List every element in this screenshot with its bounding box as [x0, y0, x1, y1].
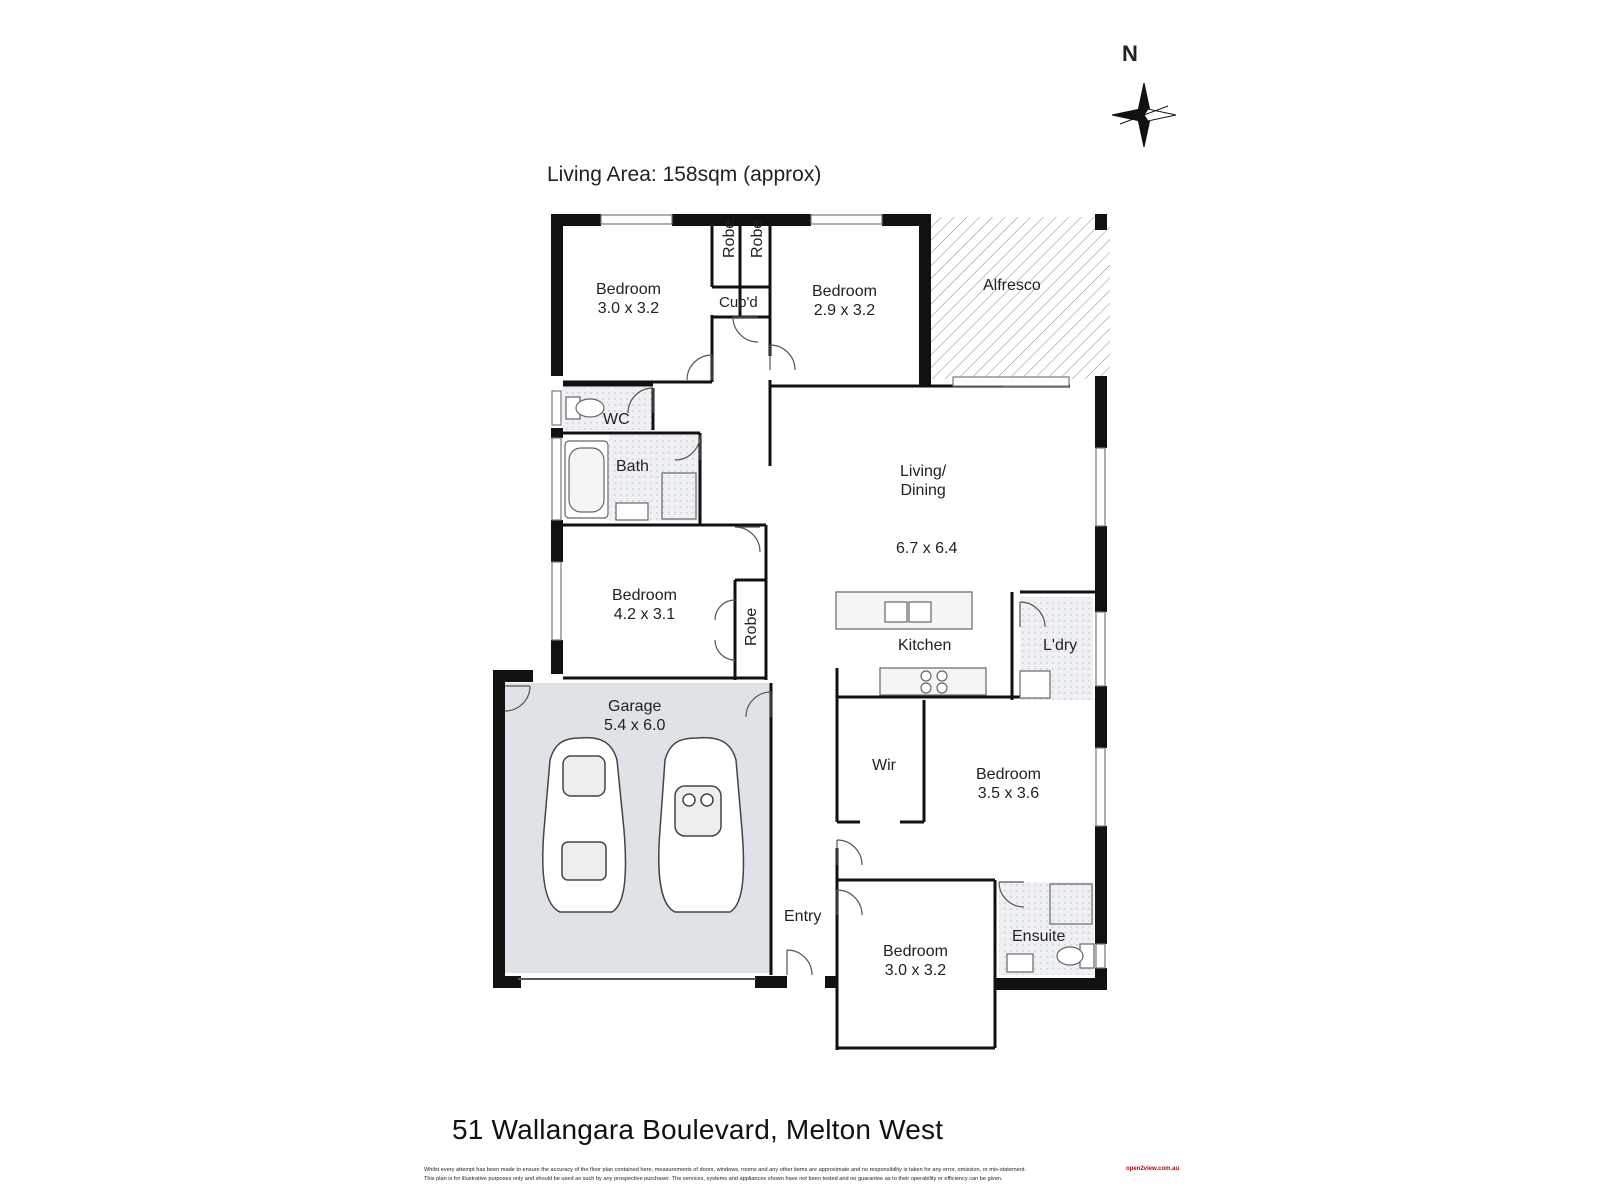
- fixtures: [564, 396, 1095, 973]
- disclaimer: Whilst every attempt has been made to en…: [424, 1166, 1104, 1184]
- room-size: 3.0 x 3.2: [884, 962, 947, 979]
- bath-label: Bath: [616, 458, 649, 475]
- property-address: 51 Wallangara Boulevard, Melton West: [452, 1114, 944, 1145]
- room-name: Garage: [608, 698, 662, 715]
- living-size-label: 6.7 x 6.4: [896, 540, 958, 557]
- room-size: 3.5 x 3.6: [977, 785, 1040, 802]
- room-name: Bedroom: [883, 943, 948, 960]
- room-size: 5.4 x 6.0: [604, 717, 666, 734]
- robe-3-label: Robe: [743, 607, 760, 646]
- garage-label: Garage 5.4 x 6.0: [604, 697, 665, 735]
- kitchen-label: Kitchen: [898, 637, 952, 654]
- room-name: Bedroom: [812, 283, 877, 300]
- bedroom-n-label: Bedroom 2.9 x 3.2: [812, 282, 877, 320]
- living-dining-label: Living/ Dining: [900, 462, 946, 500]
- disclaimer-line: Whilst every attempt has been made to en…: [424, 1167, 1026, 1173]
- wir-label: Wir: [872, 757, 896, 774]
- laundry-label: L'dry: [1043, 637, 1078, 654]
- windows: [551, 214, 1106, 969]
- room-name: Bedroom: [976, 766, 1041, 783]
- room-name: Bedroom: [596, 281, 661, 298]
- alfresco-hatch: [930, 217, 1110, 379]
- room-name: Bedroom: [612, 587, 677, 604]
- bedroom-master-label: Bedroom 3.5 x 3.6: [976, 765, 1041, 803]
- ensuite-label: Ensuite: [1012, 928, 1066, 945]
- robe-2-label: Robe: [749, 219, 766, 258]
- living-area-label: Living Area: 158sqm (approx): [547, 163, 822, 186]
- room-name: Living/: [900, 463, 947, 480]
- wc-label: WC: [603, 411, 630, 428]
- bedroom-w-label: Bedroom 4.2 x 3.1: [612, 586, 677, 624]
- exterior-walls: [493, 214, 1107, 990]
- car-2: [658, 736, 745, 913]
- room-size: 4.2 x 3.1: [613, 606, 676, 623]
- cupboard-label: Cup'd: [719, 294, 758, 311]
- room-size: 2.9 x 3.2: [813, 302, 876, 319]
- compass-icon: [1111, 82, 1177, 148]
- room-name: Dining: [900, 482, 946, 499]
- entry-label: Entry: [784, 908, 822, 925]
- open2view-badge: open2view.com.au: [1126, 1166, 1180, 1172]
- door-swings: [504, 316, 1069, 976]
- alfresco-label: Alfresco: [983, 277, 1041, 294]
- car-1: [542, 736, 627, 913]
- compass-north-label: N: [1122, 41, 1138, 66]
- bedroom-s-label: Bedroom 3.0 x 3.2: [883, 942, 948, 980]
- room-size: 3.0 x 3.2: [597, 300, 660, 317]
- disclaimer-line: This plan is for illustrative purposes o…: [424, 1176, 1003, 1182]
- robe-1-label: Robe: [721, 219, 738, 258]
- bedroom-nw-label: Bedroom 3.0 x 3.2: [596, 280, 661, 318]
